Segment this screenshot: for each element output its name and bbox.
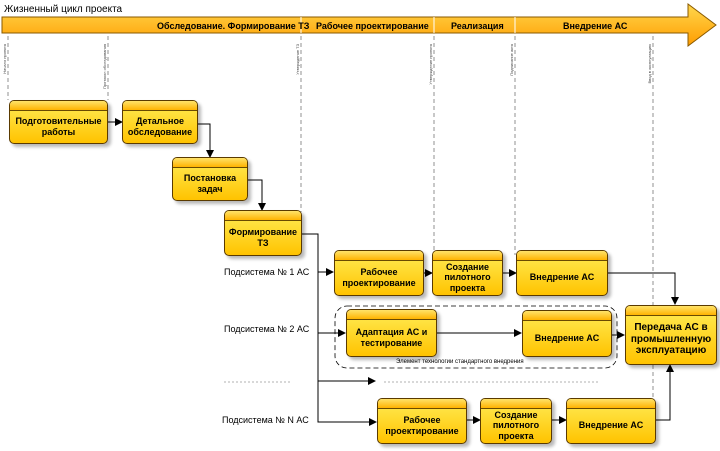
group-label: Элемент технологии стандартного внедрени… xyxy=(396,359,524,365)
phase-implementation: Реализация xyxy=(451,21,504,31)
milestone-label: Подписание акта xyxy=(509,44,514,76)
box-label: Подготовительные работы xyxy=(15,116,102,137)
box-label: Создание пилотного проекта xyxy=(492,409,540,441)
timeline-arrow xyxy=(1,3,717,47)
box-label: Создание пилотного проекта xyxy=(444,261,491,293)
connector xyxy=(608,272,679,305)
box-s1-deployment: Внедрение АС xyxy=(516,250,608,296)
phase-deployment: Внедрение АС xyxy=(563,21,628,31)
box-label: Внедрение АС xyxy=(534,332,600,343)
phase-design: Рабочее проектирование xyxy=(316,21,429,31)
subsystem-n-label: Подсистема № N АС xyxy=(222,415,309,425)
box-tz-formation: Формирование ТЗ xyxy=(224,210,302,256)
box-task-statement: Постановка задач xyxy=(172,157,248,201)
milestone-label: Ввод в эксплуатацию xyxy=(647,44,652,84)
box-label: Внедрение АС xyxy=(529,272,595,283)
box-s1-working-design: Рабочее проектирование xyxy=(334,250,424,296)
connector xyxy=(302,233,377,426)
box-sn-deployment: Внедрение АС xyxy=(566,398,656,444)
box-s2-deployment: Внедрение АС xyxy=(522,310,612,357)
milestone-label: Протокол обследования xyxy=(102,44,107,90)
milestone-label: Утверждение проекта xyxy=(428,44,433,85)
box-sn-working-design: Рабочее проектирование xyxy=(377,398,467,444)
box-detailed-survey: Детальное обследование xyxy=(122,100,198,144)
box-preparatory-works: Подготовительные работы xyxy=(9,100,108,144)
milestone-label: Начало проекта xyxy=(2,44,7,74)
connector xyxy=(656,364,674,421)
connector xyxy=(248,179,266,211)
box-label: Внедрение АС xyxy=(578,420,644,431)
subsystem-1-label: Подсистема № 1 АС xyxy=(224,267,310,277)
box-s2-adaptation-testing: Адаптация АС и тестирование xyxy=(346,309,437,357)
box-label: Рабочее проектирование xyxy=(385,415,459,436)
milestone-label: Утверждение ТЗ xyxy=(295,44,300,75)
box-sn-pilot-project: Создание пилотного проекта xyxy=(480,398,552,444)
box-label: Адаптация АС и тестирование xyxy=(355,327,428,348)
standard-implementation-group xyxy=(334,305,618,369)
box-s1-pilot-project: Создание пилотного проекта xyxy=(432,250,503,296)
phase-survey-tz: Обследование. Формирование ТЗ xyxy=(157,21,310,31)
box-label: Детальное обследование xyxy=(127,116,193,137)
box-handover-production: Передача АС в промышленную эксплуатацию xyxy=(625,305,717,365)
diagram-title: Жизненный цикл проекта xyxy=(4,4,123,15)
box-label: Передача АС в промышленную эксплуатацию xyxy=(630,322,712,357)
box-label: Постановка задач xyxy=(183,173,237,194)
connector xyxy=(198,123,214,158)
box-label: Формирование ТЗ xyxy=(228,227,298,248)
subsystem-2-label: Подсистема № 2 АС xyxy=(224,324,310,334)
box-label: Рабочее проектирование xyxy=(342,267,416,288)
